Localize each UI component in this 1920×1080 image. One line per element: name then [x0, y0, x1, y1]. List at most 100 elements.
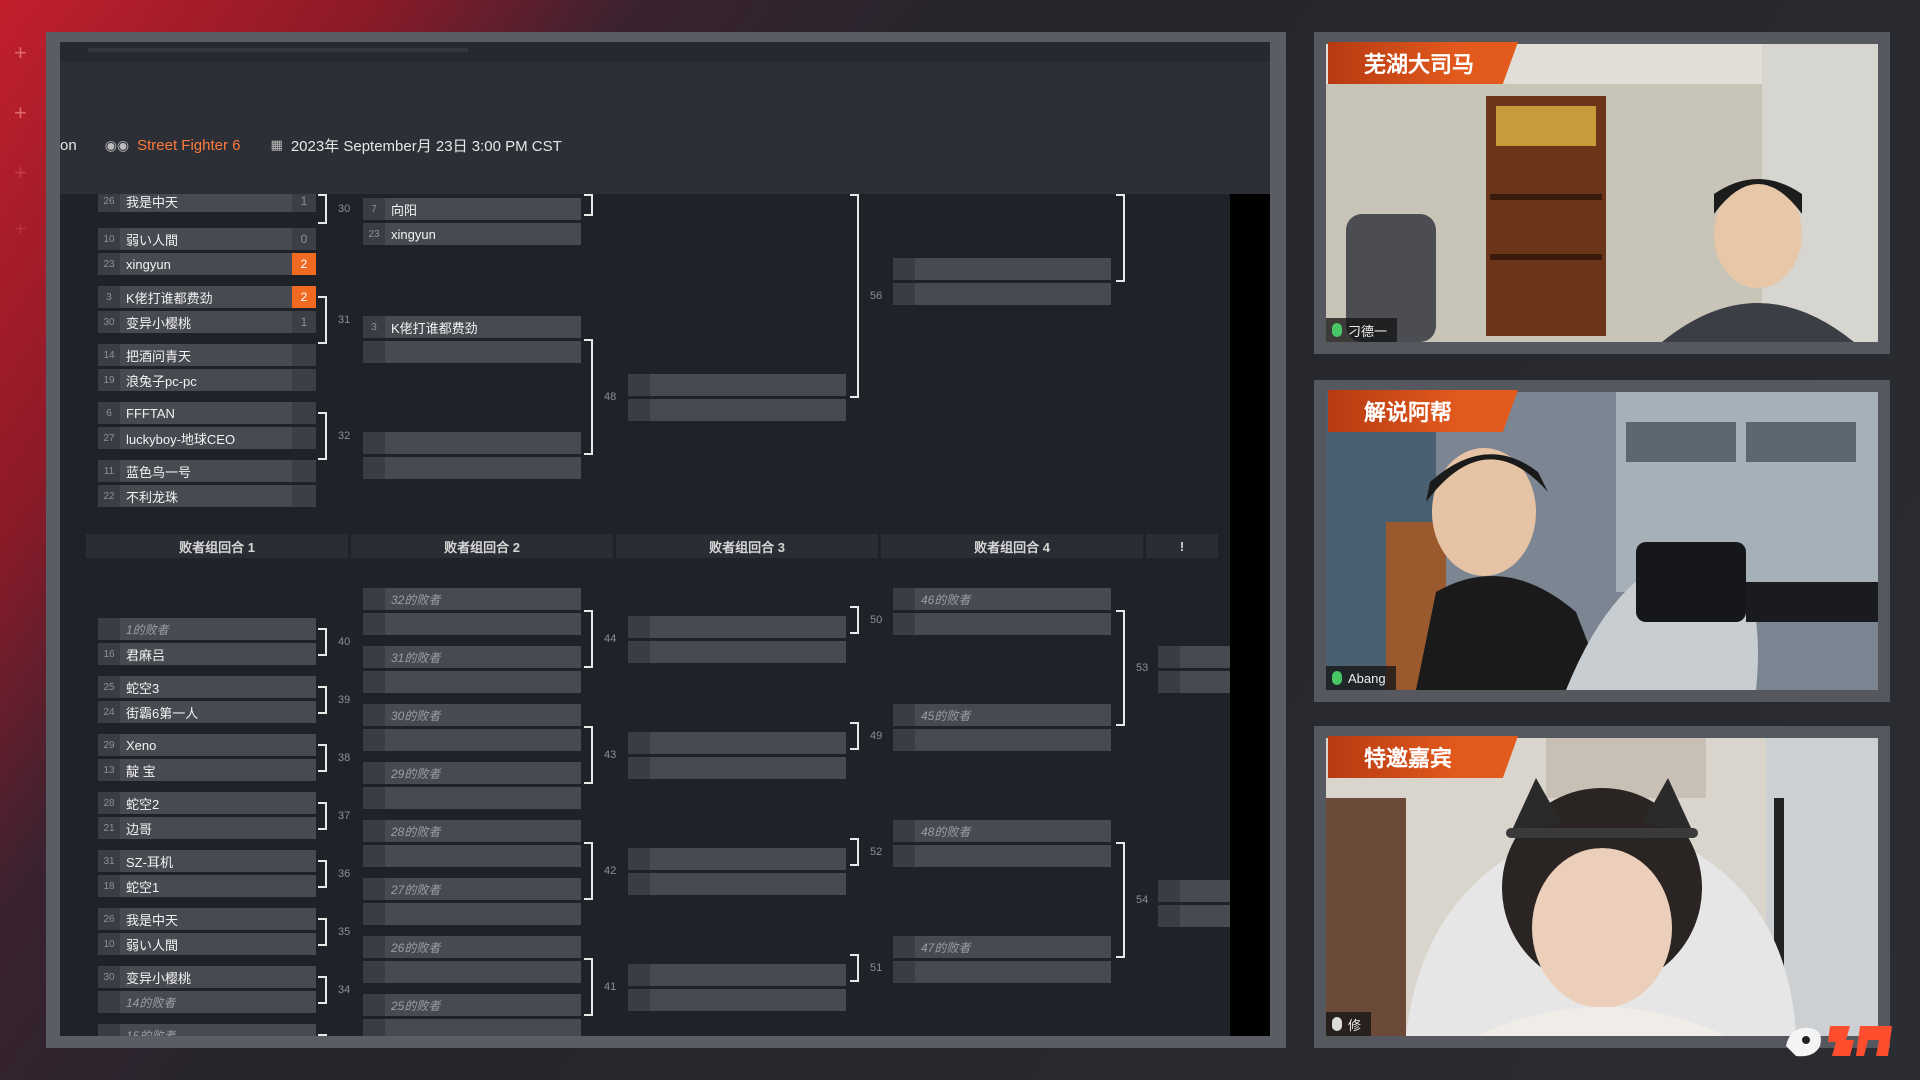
team-slot[interactable]: 32的败者	[363, 588, 581, 610]
team-slot[interactable]	[628, 848, 846, 870]
team-slot[interactable]	[628, 964, 846, 986]
game-link[interactable]: Street Fighter 6	[137, 136, 241, 154]
match-box-empty[interactable]	[628, 732, 846, 779]
team-slot[interactable]	[363, 341, 581, 363]
team-slot[interactable]	[628, 641, 846, 663]
team-slot[interactable]	[628, 989, 846, 1011]
team-slot[interactable]: 15的败者	[98, 1024, 316, 1036]
match-box[interactable]: 28的败者	[363, 820, 581, 867]
team-slot[interactable]	[363, 613, 581, 635]
match-box[interactable]: 27的败者	[363, 878, 581, 925]
team-slot[interactable]	[893, 283, 1111, 305]
team-slot[interactable]	[893, 729, 1111, 751]
team-slot[interactable]: 45的败者	[893, 704, 1111, 726]
team-slot[interactable]	[363, 903, 581, 925]
team-slot[interactable]	[1158, 671, 1230, 693]
bracket-scroll-gutter[interactable]	[1230, 194, 1270, 1036]
match-box-empty[interactable]	[628, 964, 846, 1011]
match-box[interactable]: 29的败者	[363, 762, 581, 809]
team-slot[interactable]: 25的败者	[363, 994, 581, 1016]
match-box[interactable]: 46的败者	[893, 588, 1111, 635]
team-slot[interactable]	[893, 258, 1111, 280]
match-box[interactable]: 45的败者	[893, 704, 1111, 751]
match-box[interactable]: 47的败者	[893, 936, 1111, 983]
match-box-empty[interactable]	[893, 258, 1111, 305]
team-slot[interactable]	[363, 961, 581, 983]
team-slot[interactable]	[1158, 646, 1230, 668]
match-box-empty[interactable]	[363, 432, 581, 479]
team-slot[interactable]: 29的败者	[363, 762, 581, 784]
match-box[interactable]: 30的败者	[363, 704, 581, 751]
match-box[interactable]: 48的败者	[893, 820, 1111, 867]
team-slot[interactable]	[1158, 880, 1230, 902]
team-slot[interactable]	[628, 757, 846, 779]
team-slot[interactable]: 28的败者	[363, 820, 581, 842]
team-slot[interactable]	[1158, 905, 1230, 927]
team-slot[interactable]	[363, 432, 581, 454]
team-slot[interactable]	[628, 616, 846, 638]
team-slot[interactable]: 30的败者	[363, 704, 581, 726]
team-slot[interactable]: 46的败者	[893, 588, 1111, 610]
match-box-empty[interactable]	[1158, 880, 1230, 927]
team-slot[interactable]	[363, 457, 581, 479]
team-slot[interactable]	[628, 399, 846, 421]
match-box[interactable]: 26的败者	[363, 936, 581, 983]
team-slot[interactable]	[628, 732, 846, 754]
match-box-empty[interactable]	[1158, 646, 1230, 693]
team-slot[interactable]	[893, 845, 1111, 867]
team-slot[interactable]: 27的败者	[363, 878, 581, 900]
team-slot[interactable]: 26的败者	[363, 936, 581, 958]
match-box-empty[interactable]	[628, 616, 846, 663]
team-slot[interactable]: 1的败者	[98, 618, 316, 640]
match-box-empty[interactable]	[628, 848, 846, 895]
team-slot[interactable]	[363, 1019, 581, 1036]
team-slot[interactable]	[893, 613, 1111, 635]
team-slot[interactable]	[363, 671, 581, 693]
team-slot[interactable]	[628, 873, 846, 895]
match-box[interactable]: 32的败者	[363, 588, 581, 635]
match-box-empty[interactable]	[628, 374, 846, 421]
team-slot[interactable]	[363, 787, 581, 809]
team-slot[interactable]: 48的败者	[893, 820, 1111, 842]
team-slot[interactable]	[363, 845, 581, 867]
match-box[interactable]: 15的败者16的败者	[98, 1024, 316, 1036]
team-slot[interactable]	[363, 729, 581, 751]
match-box[interactable]: 25的败者	[363, 994, 581, 1036]
team-slot[interactable]	[628, 374, 846, 396]
team-slot[interactable]: 31的败者	[363, 646, 581, 668]
